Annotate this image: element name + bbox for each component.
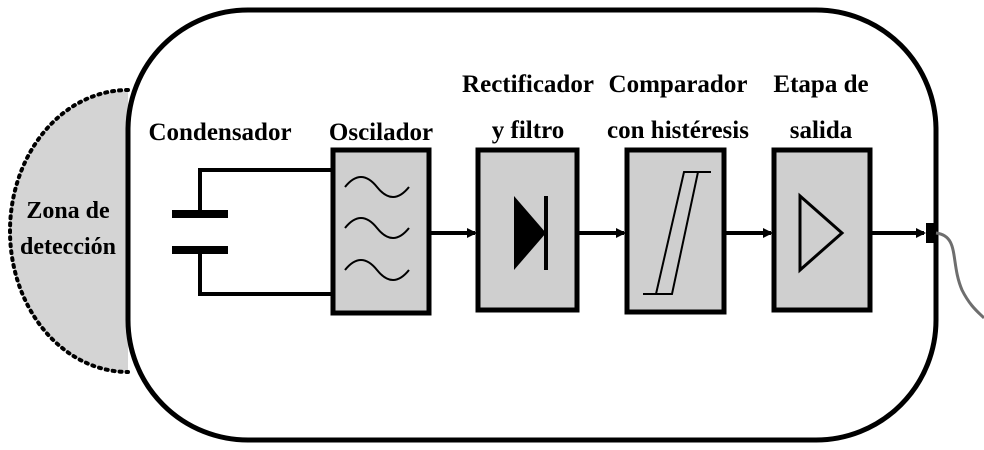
- capacitor-wire-top: [198, 168, 333, 214]
- detection-zone-fill: [10, 90, 128, 372]
- capacitor-symbol: [172, 168, 333, 296]
- output-stage-box: [771, 147, 873, 313]
- output-stage-label-line2: salida: [790, 117, 853, 144]
- diode-icon: [514, 196, 546, 270]
- oscillator-label: Oscilador: [329, 119, 433, 146]
- output-stage-block: [771, 147, 873, 313]
- comparator-box: [624, 147, 727, 315]
- zone-label-line1: Zona de: [26, 198, 110, 224]
- comparator-block: [624, 147, 727, 315]
- output-cable: [935, 231, 984, 320]
- detection-zone-boundary: [8, 88, 130, 374]
- oscillator-block: [330, 147, 432, 316]
- zone-label-line2: detección: [20, 234, 116, 260]
- output-stage-label-line1: Etapa de: [773, 71, 868, 98]
- comparator-label-line2: con histéresis: [607, 117, 749, 144]
- capacitor-label: Condensador: [148, 119, 291, 146]
- rectifier-block: [475, 147, 580, 313]
- sine-wave-icon: [344, 259, 410, 281]
- detection-zone: Zona de detección: [8, 88, 130, 374]
- comparator-label-line1: Comparador: [609, 71, 748, 98]
- hysteresis-icon-path: [646, 171, 711, 295]
- rectifier-label-line2: y filtro: [492, 117, 564, 144]
- amplifier-icon: [798, 192, 845, 274]
- sine-wave-icon: [344, 217, 410, 239]
- sine-wave-icon: [344, 176, 410, 198]
- output-connector: [926, 223, 936, 243]
- rectifier-label-line1: Rectificador: [462, 71, 594, 98]
- capacitor-wire-bottom: [198, 250, 333, 296]
